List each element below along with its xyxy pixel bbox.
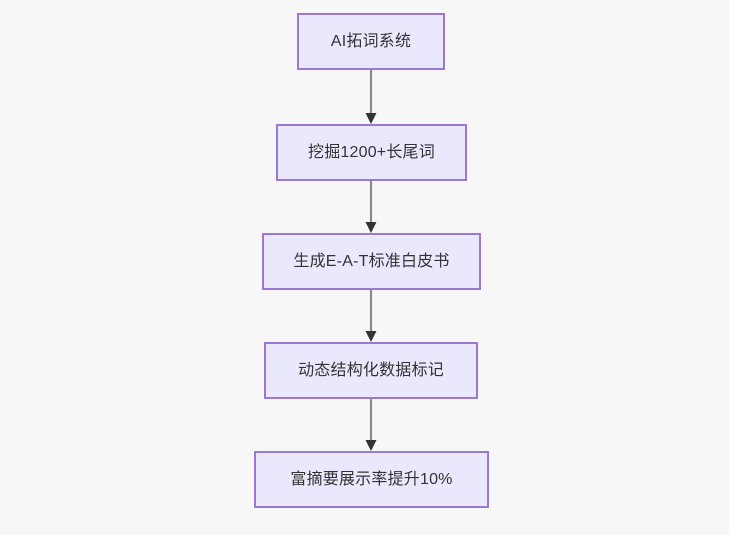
flow-node-label: 富摘要展示率提升10% xyxy=(290,470,453,488)
flow-node-label: 生成E-A-T标准白皮书 xyxy=(293,252,450,270)
flow-node-dynamic-structured-data-markup[interactable]: 动态结构化数据标记 xyxy=(264,342,478,399)
flow-node-generate-eat-whitepaper[interactable]: 生成E-A-T标准白皮书 xyxy=(262,233,481,290)
edge-n2-n3 xyxy=(365,181,377,233)
flow-node-rich-snippet-impression-lift[interactable]: 富摘要展示率提升10% xyxy=(254,451,489,508)
flow-node-label: 挖掘1200+长尾词 xyxy=(308,143,435,161)
edge-n1-n2 xyxy=(365,70,377,124)
flow-node-mine-longtail-keywords[interactable]: 挖掘1200+长尾词 xyxy=(276,124,467,181)
edge-n3-n4 xyxy=(365,290,377,342)
flow-node-label: 动态结构化数据标记 xyxy=(298,361,444,379)
edge-n4-n5 xyxy=(365,399,377,451)
flow-node-ai-keyword-system[interactable]: AI拓词系统 xyxy=(297,13,445,70)
flow-node-label: AI拓词系统 xyxy=(330,32,412,50)
